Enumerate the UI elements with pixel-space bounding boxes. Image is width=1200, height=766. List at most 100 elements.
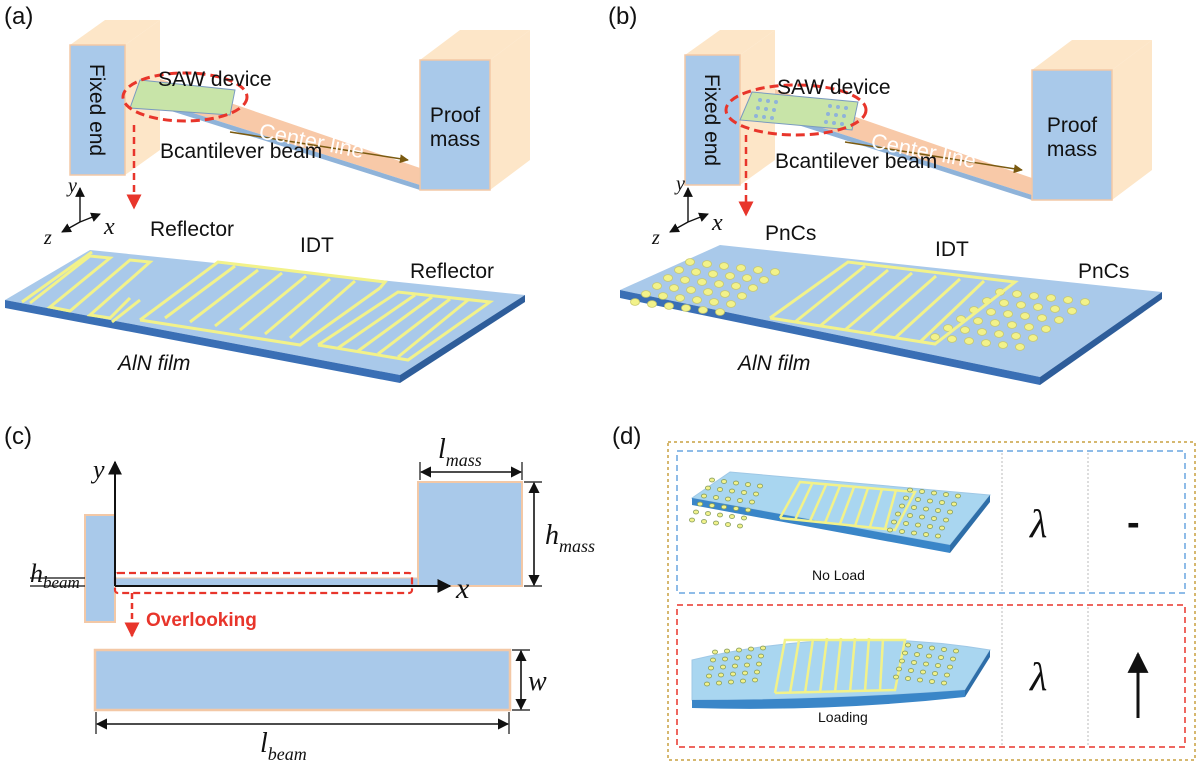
pnc-dot (919, 489, 926, 494)
pnc-dot (955, 493, 962, 499)
pnc-dot (953, 648, 960, 654)
pnc-dot (899, 503, 906, 509)
axis-y-b: y (674, 173, 685, 195)
reflector-right-label: Reflector (410, 260, 494, 283)
saw-device-highlight (121, 71, 249, 123)
pnc-dot (692, 296, 702, 304)
axis-z-a: z (43, 227, 52, 249)
pnc-dot (710, 657, 717, 663)
pnc-dot (1063, 296, 1073, 304)
pnc-dot (1050, 305, 1060, 313)
idt-a-label: IDT (300, 234, 334, 257)
pncs-right-label: PnCs (1078, 260, 1129, 283)
pnc-dot (685, 258, 695, 266)
pnc-dot (903, 521, 910, 526)
pnc-dot (720, 290, 730, 298)
axis-x-b: x (711, 210, 723, 236)
pnc-dot (911, 505, 918, 510)
pnc-dot (1011, 332, 1021, 340)
pnc-dot (742, 670, 749, 676)
pnc-dot (728, 679, 735, 685)
pnc-dot (947, 335, 957, 343)
pnc-dot (977, 328, 987, 336)
pnc-dot (964, 337, 974, 345)
center-line-arrow (229, 131, 409, 164)
pnc-dot (931, 516, 938, 521)
saw-device-b-label: SAW device (777, 76, 891, 99)
proof-mass-2d (417, 481, 523, 587)
loading-frame (676, 604, 1186, 748)
loading-device (691, 637, 991, 709)
pnc-dot (887, 527, 894, 533)
pnc-dot (923, 506, 930, 512)
pnc-dot (736, 264, 746, 272)
fixed-end-top (70, 20, 160, 45)
pnc-dot (941, 680, 948, 686)
pnc-dot (697, 501, 704, 507)
pnc-dot (758, 653, 765, 659)
pnc-dot (907, 487, 914, 493)
saw-device-highlight-b (724, 83, 868, 137)
pnc-dot (725, 272, 735, 280)
pnc-array-left (630, 258, 780, 316)
pnc-dot (719, 262, 729, 270)
pnc-dot (686, 286, 696, 294)
no-load-label: No Load (812, 567, 865, 583)
pnc-dot (1046, 294, 1056, 302)
pnc-dot (1012, 290, 1022, 298)
pnc-dot (917, 644, 924, 649)
pnc-dot (1029, 292, 1039, 300)
pnc-dot (749, 499, 756, 505)
pnc-dot (741, 515, 748, 521)
pnc-dot (899, 529, 906, 534)
pnc-dot (674, 266, 684, 274)
panel-a-label: (a) (4, 3, 33, 30)
pnc-dot (905, 676, 912, 681)
pnc-dot (641, 290, 651, 298)
pnc-dot (941, 647, 948, 652)
aln-film-front (5, 300, 400, 383)
pnc-dot (714, 280, 724, 288)
pnc-dot (754, 669, 761, 675)
pnc-dot (1080, 298, 1090, 306)
pnc-dot (737, 523, 744, 529)
pnc-dot (691, 268, 701, 276)
axis-y-a: y (66, 175, 77, 197)
pnc-dot (939, 525, 946, 531)
loading-pnc-dots (704, 642, 960, 687)
pnc-dot (745, 482, 752, 487)
pnc-dot (999, 299, 1009, 307)
pnc-dot (726, 300, 736, 308)
saw-device-label: SAW device (158, 68, 272, 91)
pnc-dot (932, 671, 939, 676)
pnc-dot (729, 488, 736, 494)
pnc-dot (896, 666, 903, 672)
pnc-dot (943, 517, 950, 523)
pnc-dot (705, 511, 712, 516)
pnc-dot (914, 652, 921, 657)
pnc-dot (732, 663, 739, 669)
no-load-frame (676, 450, 1186, 594)
l-beam-label: lbeam (260, 728, 307, 764)
fixed-end-top-b (685, 30, 775, 55)
pnc-dot (899, 658, 906, 664)
pnc-dot (981, 339, 991, 347)
pnc-dot (721, 479, 728, 484)
pnc-dot (935, 533, 942, 539)
pnc-dot (905, 642, 912, 648)
pnc-dot (929, 679, 936, 684)
pnc-dot (1015, 343, 1025, 351)
pnc-dot (1037, 314, 1047, 322)
panel-c-label: (c) (4, 423, 32, 450)
pnc-dot (742, 274, 752, 282)
pnc-dot (1028, 334, 1038, 342)
panel-b: (b) Fixed end Proof mass SAW device Cent… (608, 3, 1162, 385)
pnc-dot (760, 645, 767, 651)
pnc-dot (759, 276, 769, 284)
pnc-dot (1041, 325, 1051, 333)
pnc-dot (716, 680, 723, 686)
pnc-dot (681, 304, 691, 312)
pnc-dot (753, 491, 760, 497)
beam-b-label: Bcantilever beam (775, 150, 937, 173)
